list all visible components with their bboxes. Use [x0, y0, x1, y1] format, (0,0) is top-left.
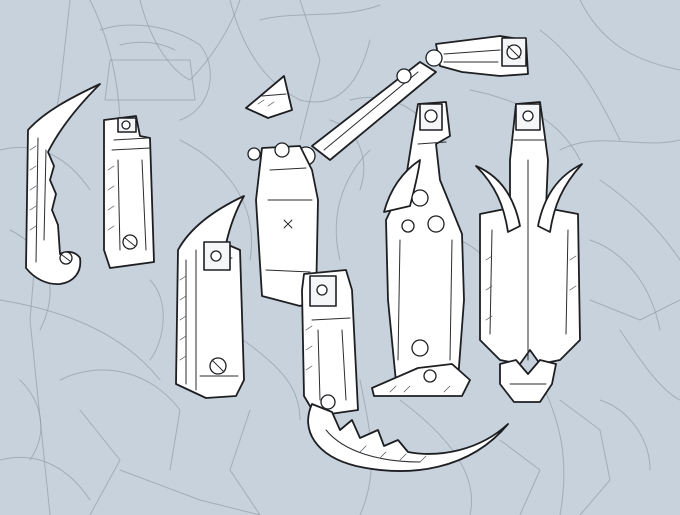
twin-blade-leg [475, 101, 583, 403]
forearm-with-claw [301, 269, 509, 472]
forearm-segment-a [103, 115, 155, 269]
shoulder-arm-chain [245, 35, 529, 307]
armored-forearm-b [371, 101, 471, 397]
hooked-blade-left [25, 83, 101, 285]
blade-arm-segment [175, 195, 245, 399]
